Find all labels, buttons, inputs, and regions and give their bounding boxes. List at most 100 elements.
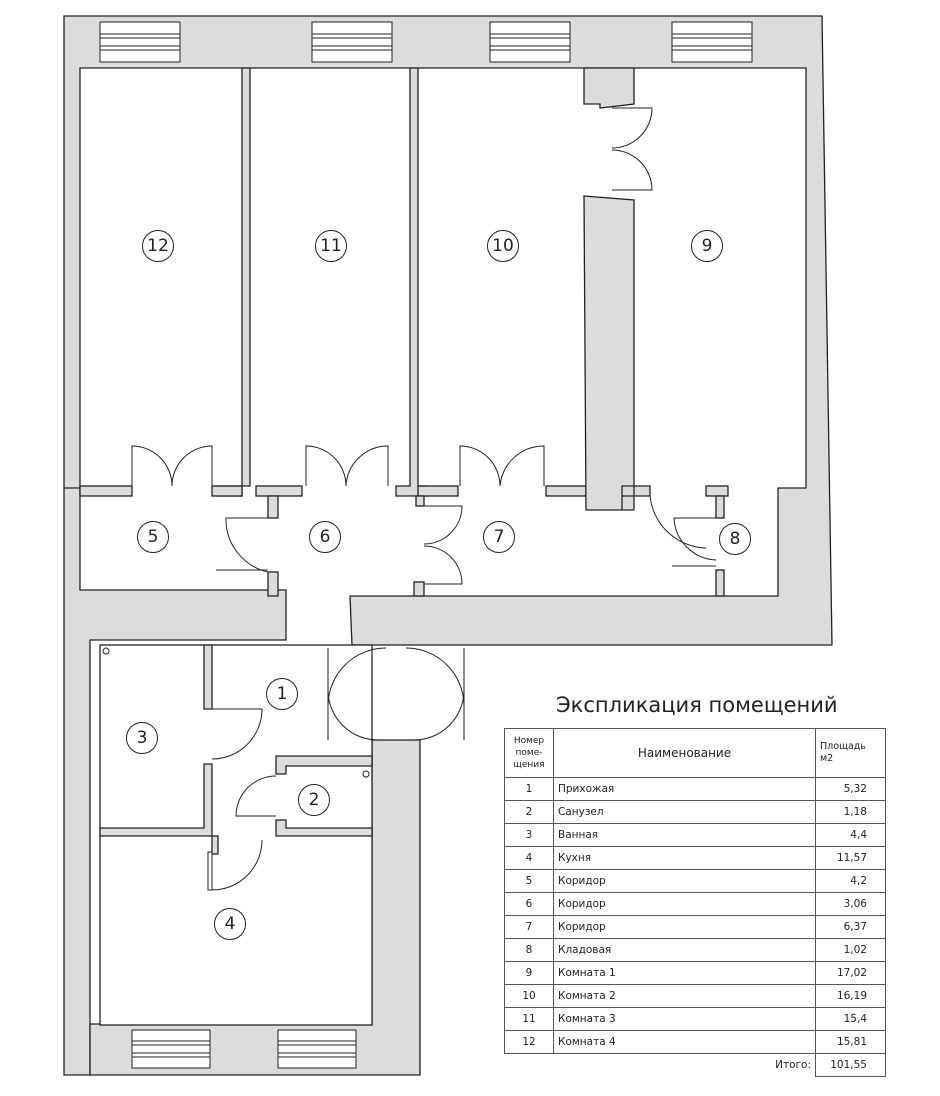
room-label-9: 9 xyxy=(691,230,723,262)
room-number: 11 xyxy=(320,236,342,256)
row-num: 4 xyxy=(504,846,554,870)
row-area: 5,32 xyxy=(815,777,886,801)
explication-title: Экспликация помещений xyxy=(556,693,838,717)
wall-stub-8-bottom xyxy=(715,569,725,597)
row-name: Кухня xyxy=(553,846,816,870)
room-number: 2 xyxy=(308,790,320,810)
table-header-row: Номер поме-щения Наименование Площадь м2 xyxy=(504,728,886,778)
row-area: 16,19 xyxy=(815,984,886,1008)
window-room9 xyxy=(671,21,753,63)
room-number: 6 xyxy=(319,527,331,547)
row-area: 15,81 xyxy=(815,1030,886,1054)
total-label: Итого: xyxy=(553,1053,816,1077)
wall-stub-10-left xyxy=(417,485,459,497)
door-entrance[interactable] xyxy=(327,647,465,741)
window-kitchen-left xyxy=(131,1029,211,1069)
header-name: Наименование xyxy=(553,728,816,778)
room-number: 10 xyxy=(492,236,514,256)
room-label-2: 2 xyxy=(298,784,330,816)
room-number: 12 xyxy=(147,236,169,256)
row-num: 3 xyxy=(504,823,554,847)
row-num: 5 xyxy=(504,869,554,893)
row-name: Прихожая xyxy=(553,777,816,801)
wall-partition-11-10 xyxy=(395,67,429,497)
window-room10 xyxy=(489,21,571,63)
room-number: 4 xyxy=(224,914,236,934)
wall-wc-bottom xyxy=(275,819,373,837)
door-wc[interactable] xyxy=(235,775,277,817)
total-value: 101,55 xyxy=(815,1053,886,1077)
room-label-3: 3 xyxy=(126,722,158,754)
wall-stub-7-post xyxy=(415,495,425,507)
wall-stub-11-left xyxy=(255,485,303,497)
row-name: Комната 2 xyxy=(553,984,816,1008)
room-label-6: 6 xyxy=(309,521,341,553)
row-name: Ванная xyxy=(553,823,816,847)
wall-bath-kitchen xyxy=(99,763,213,837)
room-label-4: 4 xyxy=(214,908,246,940)
room-label-10: 10 xyxy=(487,230,519,262)
row-num: 2 xyxy=(504,800,554,824)
row-num: 1 xyxy=(504,777,554,801)
row-area: 11,57 xyxy=(815,846,886,870)
room-label-7: 7 xyxy=(483,521,515,553)
room-label-12: 12 xyxy=(142,230,174,262)
row-name: Кладовая xyxy=(553,938,816,962)
door-bathroom[interactable] xyxy=(211,708,263,760)
row-name: Комната 1 xyxy=(553,961,816,985)
row-num: 9 xyxy=(504,961,554,985)
row-num: 10 xyxy=(504,984,554,1008)
table-total-row: Итого: 101,55 xyxy=(505,1053,886,1077)
door-room12[interactable] xyxy=(131,445,213,487)
door-room11[interactable] xyxy=(305,445,389,487)
room-label-8: 8 xyxy=(719,523,751,555)
row-num: 11 xyxy=(504,1007,554,1031)
row-area: 3,06 xyxy=(815,892,886,916)
row-num: 7 xyxy=(504,915,554,939)
window-room12 xyxy=(99,21,181,63)
explication-table: Номер поме-щения Наименование Площадь м2… xyxy=(504,728,886,1077)
door-room10[interactable] xyxy=(459,445,545,487)
door-corridor7[interactable] xyxy=(423,505,463,585)
room-number: 7 xyxy=(493,527,505,547)
row-name: Коридор xyxy=(553,892,816,916)
row-name: Комната 4 xyxy=(553,1030,816,1054)
row-num: 8 xyxy=(504,938,554,962)
wall-stub-6-bottom xyxy=(267,571,279,597)
door-room9[interactable] xyxy=(611,107,653,191)
row-num: 6 xyxy=(504,892,554,916)
wall-stub-5-left xyxy=(79,485,133,497)
header-area: Площадь м2 xyxy=(815,728,886,778)
row-name: Коридор xyxy=(553,915,816,939)
room-label-1: 1 xyxy=(266,678,298,710)
wall-stub-6-post xyxy=(267,495,279,519)
row-area: 4,4 xyxy=(815,823,886,847)
wall-stub-7-bottom xyxy=(413,581,425,597)
row-num: 12 xyxy=(504,1030,554,1054)
row-area: 6,37 xyxy=(815,915,886,939)
door-corridor6-left[interactable] xyxy=(216,517,269,573)
wall-stub-10-right xyxy=(545,485,587,497)
room-number: 9 xyxy=(701,236,713,256)
door-kitchen[interactable] xyxy=(211,839,263,891)
wall-stub-9-top xyxy=(583,67,635,109)
door-storage8[interactable] xyxy=(649,495,717,567)
empty-cell xyxy=(505,1054,554,1077)
header-number: Номер поме-щения xyxy=(504,728,554,778)
row-name: Коридор xyxy=(553,869,816,893)
row-area: 1,18 xyxy=(815,800,886,824)
window-room11 xyxy=(311,21,393,63)
wall-kitchen-post xyxy=(211,835,219,855)
row-area: 1,02 xyxy=(815,938,886,962)
